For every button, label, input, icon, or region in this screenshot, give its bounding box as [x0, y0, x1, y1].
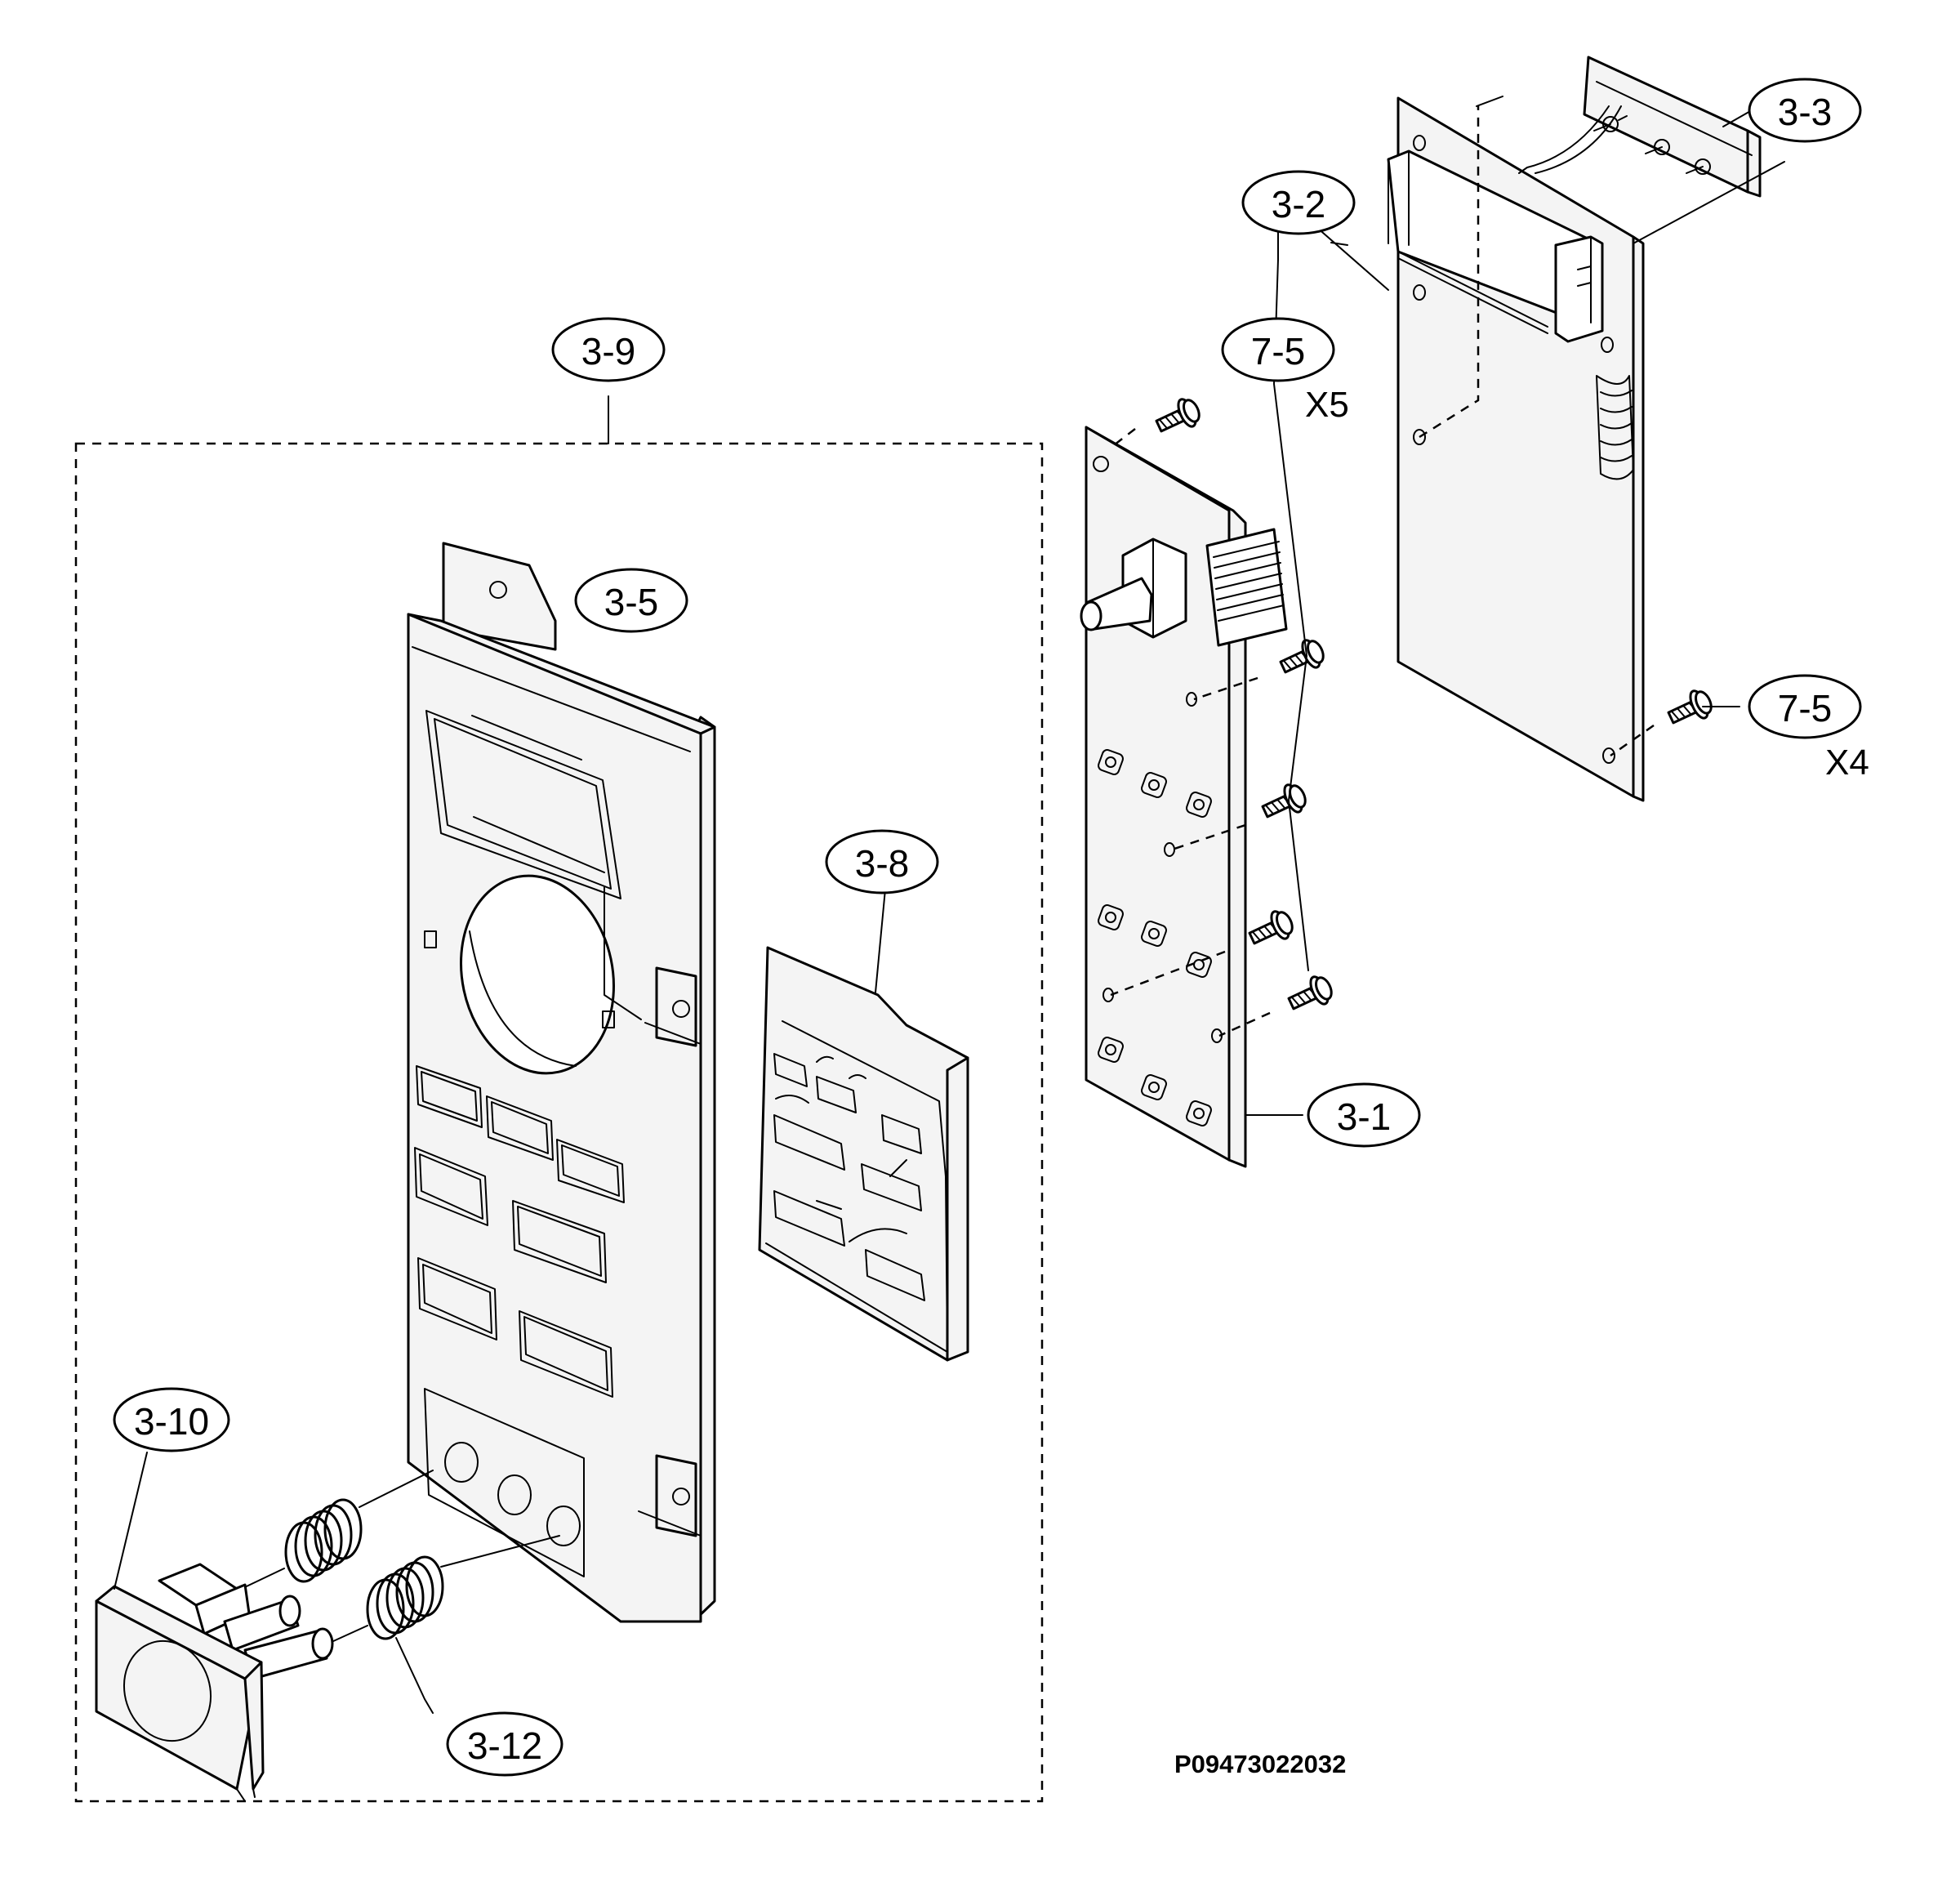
screw — [1667, 689, 1713, 725]
membrane-switch — [758, 946, 969, 1362]
label-7-5-upper: 7-5 — [1221, 317, 1335, 382]
svg-text:3-3: 3-3 — [1778, 91, 1832, 133]
label-3-2: 3-2 — [1241, 170, 1356, 235]
springs — [232, 1470, 560, 1647]
svg-text:3-12: 3-12 — [467, 1724, 542, 1767]
svg-text:3-8: 3-8 — [855, 842, 909, 885]
drawing-code: P09473022032 — [1174, 1750, 1346, 1778]
screw — [1248, 910, 1294, 945]
label-3-8: 3-8 — [825, 829, 939, 894]
quantity-x5: X5 — [1305, 385, 1349, 425]
label-7-5-lower: 7-5 — [1748, 674, 1862, 739]
svg-text:3-2: 3-2 — [1272, 183, 1325, 225]
part-labels: 3-3 3-2 7-5 X5 7-5 X4 3-9 3-5 3-8 — [113, 78, 1869, 1777]
screw — [1287, 975, 1333, 1010]
leader-lines — [114, 109, 1753, 1714]
svg-text:7-5: 7-5 — [1778, 687, 1832, 729]
screw — [1261, 783, 1307, 819]
label-3-10: 3-10 — [113, 1387, 230, 1452]
push-button — [95, 1563, 334, 1802]
svg-text:7-5: 7-5 — [1251, 330, 1305, 372]
label-3-1: 3-1 — [1307, 1082, 1421, 1148]
svg-text:3-9: 3-9 — [581, 330, 635, 372]
screws — [1110, 398, 1713, 1037]
label-3-5: 3-5 — [574, 568, 688, 633]
svg-text:3-1: 3-1 — [1337, 1095, 1391, 1138]
control-board — [1080, 426, 1288, 1168]
label-3-9: 3-9 — [551, 317, 666, 382]
screw — [1155, 398, 1200, 433]
quantity-x4: X4 — [1825, 743, 1869, 783]
display-board — [1387, 96, 1645, 802]
label-3-12: 3-12 — [446, 1711, 564, 1777]
front-panel — [407, 542, 716, 1623]
screw — [1279, 639, 1325, 674]
led-board — [1476, 56, 1785, 244]
label-3-3: 3-3 — [1748, 78, 1862, 143]
svg-text:3-10: 3-10 — [134, 1400, 209, 1443]
svg-text:3-5: 3-5 — [604, 581, 658, 623]
